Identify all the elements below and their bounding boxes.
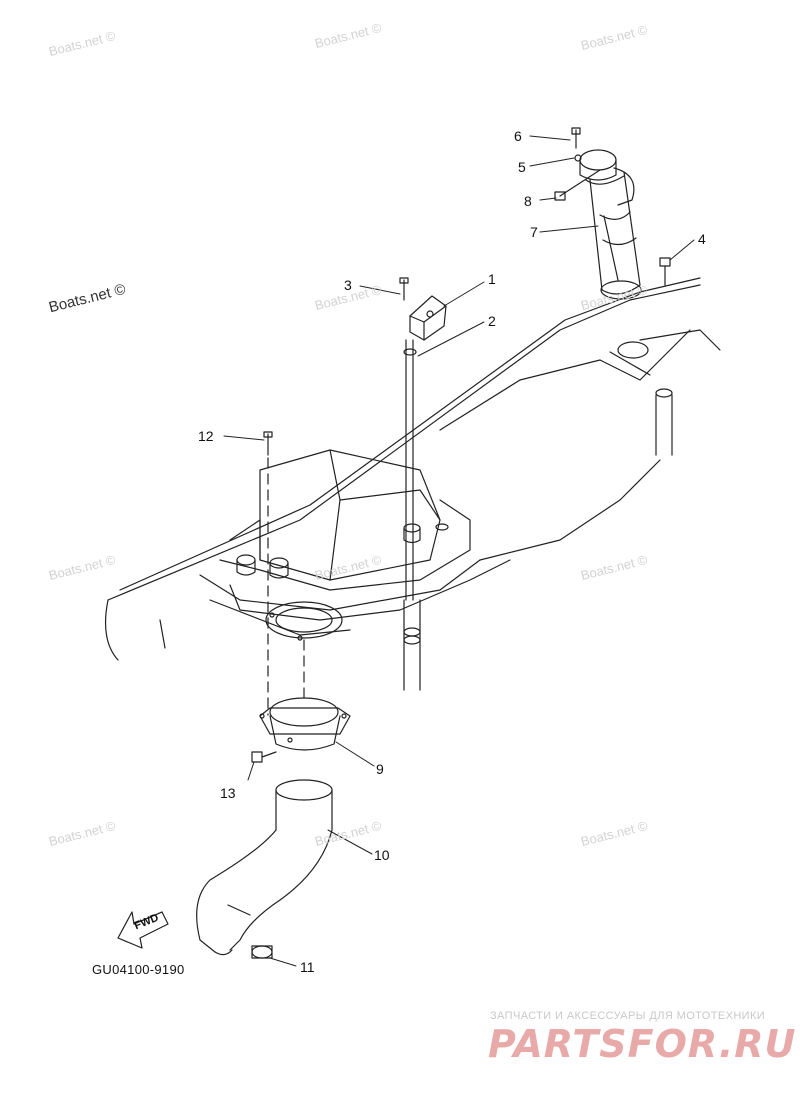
callout-1: 1 xyxy=(488,271,496,287)
bolt-13 xyxy=(251,751,277,763)
fitting-4 xyxy=(659,257,671,286)
screw-12 xyxy=(263,431,273,716)
callout-3: 3 xyxy=(344,277,352,293)
leader-lines xyxy=(223,135,695,967)
callout-5: 5 xyxy=(518,159,526,175)
callout-7: 7 xyxy=(530,224,538,240)
hose-10 xyxy=(196,779,333,956)
callout-11: 11 xyxy=(300,959,315,975)
brand-tagline: ЗАПЧАСТИ И АКСЕССУАРЫ ДЛЯ МОТОТЕХНИКИ xyxy=(490,1010,766,1022)
duct-flange-9 xyxy=(259,697,351,751)
clamp-11 xyxy=(251,945,273,959)
callout-2: 2 xyxy=(488,313,496,329)
diagram-code: GU04100-9190 xyxy=(92,962,185,977)
callout-6: 6 xyxy=(514,128,522,144)
callout-8: 8 xyxy=(524,193,532,209)
callout-4: 4 xyxy=(698,231,706,247)
right-hose xyxy=(617,341,673,456)
deck-opening xyxy=(265,601,343,641)
center-hose xyxy=(403,599,421,691)
fwd-arrow-icon xyxy=(117,911,169,949)
bracket-assembly xyxy=(399,277,447,601)
vent-tube xyxy=(579,149,642,300)
callout-12: 12 xyxy=(198,428,214,444)
engine-hatch xyxy=(199,449,481,611)
hull-deck xyxy=(104,277,721,661)
callout-9: 9 xyxy=(376,761,384,777)
fasteners-top xyxy=(554,127,601,201)
callout-13: 13 xyxy=(220,785,236,801)
brand-logo: PARTSFOR.RU xyxy=(488,1022,797,1066)
callout-10: 10 xyxy=(374,847,390,863)
